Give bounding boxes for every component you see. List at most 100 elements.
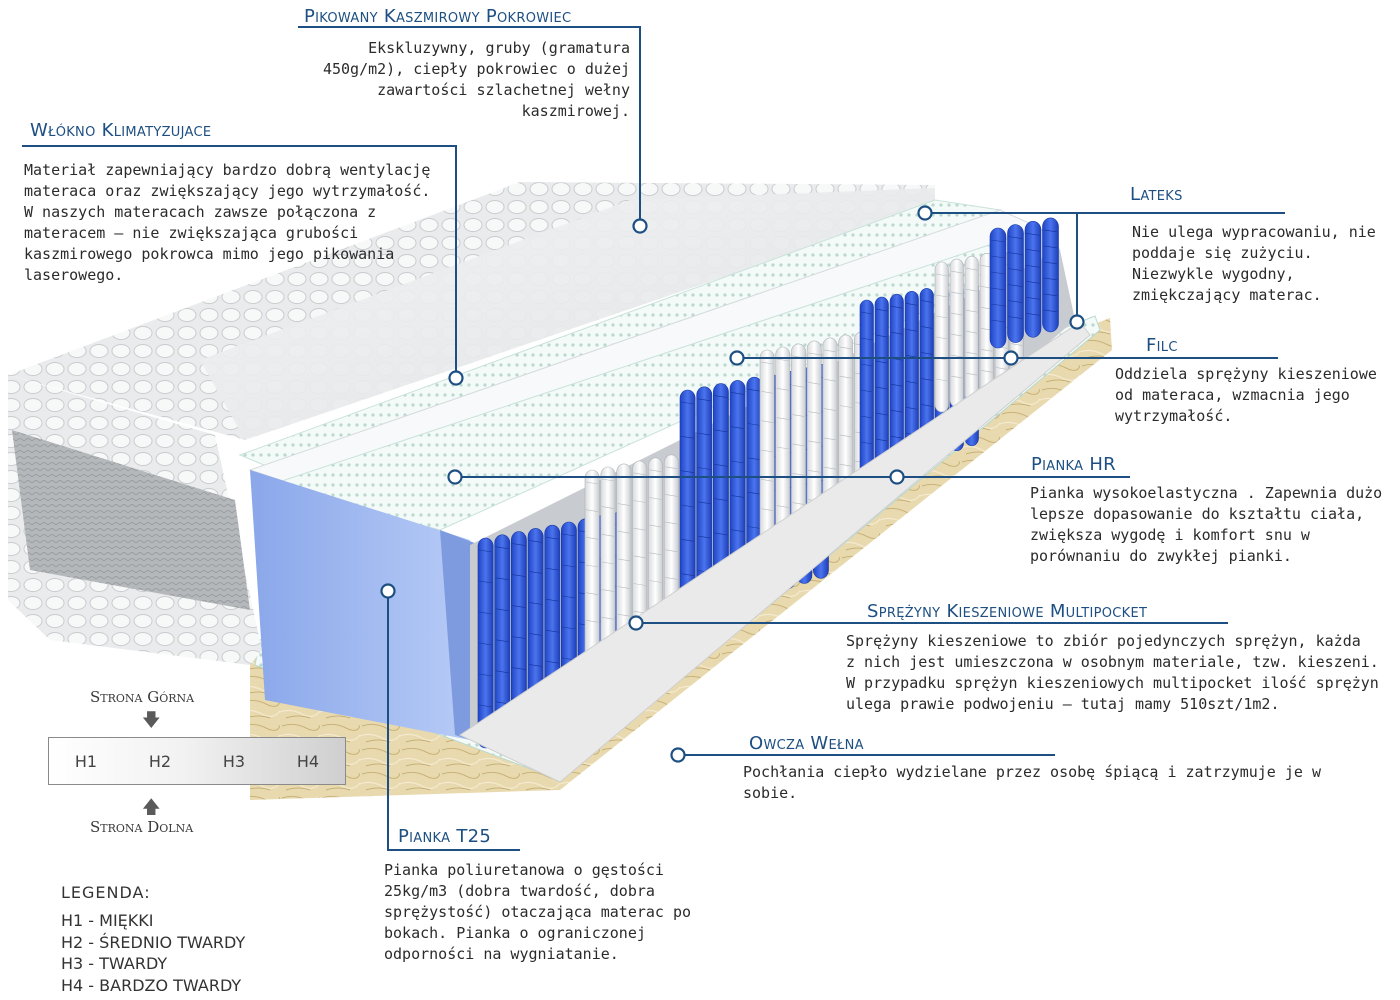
leader-dot: [628, 615, 644, 631]
legend-item: H3 - TWARDY: [61, 954, 168, 973]
coil-ripple: [965, 309, 978, 313]
coil-ripple: [1008, 252, 1023, 255]
coil-ripple: [665, 466, 678, 470]
coil-ripple: [665, 577, 678, 580]
spring-coil: [600, 466, 616, 656]
coil-ripple: [714, 464, 728, 467]
legend: LEGENDA: H1 - MIĘKKI H2 - ŚREDNIO TWARDY…: [61, 883, 245, 996]
coil-ripple: [980, 349, 993, 352]
coil-ripple: [649, 524, 662, 528]
leader-dot: [1003, 350, 1019, 366]
coil-ripple: [860, 389, 873, 393]
felt-description: Oddziela sprężyny kieszeniowe od materac…: [1115, 365, 1377, 425]
spring-coil: [477, 537, 494, 749]
coil-ripple: [633, 500, 646, 503]
coil-ripple: [860, 363, 873, 367]
coil-ripple: [965, 372, 978, 376]
coil-ripple: [965, 330, 978, 334]
coil-ripple: [905, 355, 918, 358]
coil-ripple: [760, 391, 774, 394]
coil-ripple: [760, 508, 774, 511]
coil-ripple: [980, 370, 993, 373]
coil-ripple: [935, 315, 948, 319]
firmness-level-h2: H2: [148, 751, 172, 771]
coil-ripple: [601, 506, 615, 509]
coil-ripple: [1025, 313, 1041, 316]
coil-ripple: [1043, 229, 1058, 233]
latex-title: Lateks: [1130, 184, 1183, 205]
firmness-level-h4: H4: [296, 751, 320, 771]
coil-ripple: [990, 255, 1006, 259]
coil-ripple: [760, 479, 774, 482]
coil-ripple: [680, 436, 695, 439]
coil-ripple: [512, 667, 526, 670]
coil-ripple: [545, 536, 559, 540]
coil-ripple: [562, 595, 576, 599]
coil-ripple: [1025, 233, 1041, 236]
top-side-label: Strona Górna: [90, 688, 195, 706]
coil-ripple: [528, 633, 543, 636]
wool-description: Pochłania ciepło wydzielane przez osobę …: [743, 763, 1321, 802]
coil-ripple: [776, 417, 789, 420]
coil-ripple: [714, 498, 728, 501]
coil-ripple: [680, 539, 695, 542]
coil-ripple: [478, 580, 493, 584]
coil-ripple: [905, 407, 918, 410]
coil-ripple: [730, 460, 745, 464]
coil-ripple: [890, 383, 903, 387]
coil-ripple: [528, 540, 543, 543]
coil-ripple: [633, 527, 646, 531]
coil-ripple: [860, 311, 873, 315]
fiber-description: Materiał zapewniający bardzo dobrą wenty…: [24, 161, 431, 284]
coil-ripple: [665, 521, 678, 525]
hr-description: Pianka wysokoelastyczna . Zapewnia dużo …: [1030, 484, 1383, 565]
coil-ripple: [950, 333, 963, 337]
coil-ripple: [665, 549, 678, 553]
coil-ripple: [808, 411, 821, 414]
coil-ripple: [697, 398, 711, 402]
legend-title: LEGENDA:: [61, 883, 151, 902]
coil-ripple: [680, 401, 695, 405]
coil-ripple: [890, 331, 903, 335]
legend-item: H4 - BARDZO TWARDY: [61, 975, 242, 995]
coil-ripple: [545, 660, 559, 664]
spring-coil: [949, 258, 964, 408]
coil-ripple: [875, 438, 888, 442]
t25-description: Pianka poliuretanowa o gęstości 25kg/m3 …: [384, 861, 692, 963]
wool-title: Owcza Wełna: [749, 733, 864, 754]
leader-dot: [1069, 314, 1085, 330]
legend-item: H1 - MIĘKKI: [61, 911, 154, 930]
coil-ripple: [839, 463, 852, 467]
coil-ripple: [528, 664, 543, 667]
coil-ripple: [905, 329, 918, 332]
bottom-side-label: Strona Dolna: [90, 818, 194, 836]
coil-ripple: [649, 469, 662, 473]
coil-ripple: [823, 466, 837, 470]
spring-coil: [989, 227, 1007, 349]
coil-ripple: [950, 354, 963, 358]
coil-ripple: [649, 580, 662, 583]
coil-ripple: [1043, 245, 1058, 249]
coil-ripple: [495, 639, 509, 643]
coil-ripple: [601, 478, 615, 482]
t25-foam-block: [250, 470, 470, 740]
coil-ripple: [601, 617, 615, 620]
coil-ripple: [860, 441, 873, 445]
arrow-down-icon: 🡇: [142, 710, 161, 731]
coil-ripple: [585, 564, 599, 568]
coil-ripple: [585, 509, 599, 512]
coil-ripple: [823, 349, 837, 353]
coil-ripple: [995, 367, 1008, 370]
coil-ripple: [920, 352, 933, 355]
coil-ripple: [890, 409, 903, 413]
coil-ripple: [808, 382, 821, 385]
coil-ripple: [776, 388, 789, 391]
coil-ripple: [697, 467, 711, 470]
leader-dots: [380, 205, 1085, 763]
coil-ripple: [875, 334, 888, 338]
coil-ripple: [1010, 343, 1023, 346]
spring-coil: [934, 261, 949, 413]
coil-ripple: [649, 497, 662, 500]
coil-ripple: [512, 543, 526, 546]
coil-ripple: [478, 611, 493, 615]
